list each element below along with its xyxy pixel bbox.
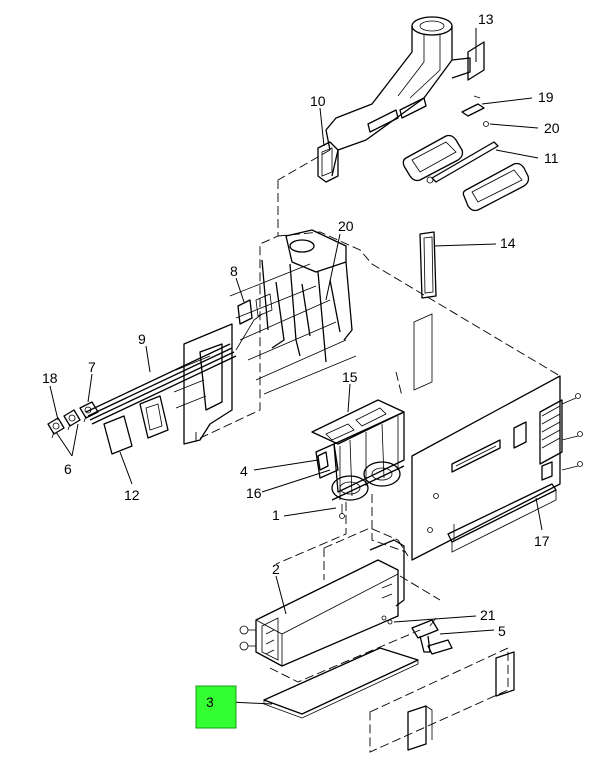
callout-5: 5 — [498, 623, 506, 639]
bottom-bracket — [369, 647, 515, 753]
callout-8: 8 — [230, 263, 238, 279]
callout-10: 10 — [310, 93, 326, 109]
part-2-heater-core — [239, 539, 405, 667]
callout-18: 18 — [42, 370, 58, 386]
part-18-7-6-switches — [47, 401, 99, 439]
callout-4: 4 — [240, 463, 248, 479]
side-panel — [411, 313, 583, 561]
callout-2: 2 — [272, 561, 280, 577]
callout-20: 20 — [544, 120, 560, 136]
heater-core-frame — [269, 527, 441, 683]
highlighted-callout-3[interactable]: 3 — [195, 685, 237, 729]
callout-14: 14 — [500, 235, 516, 251]
blower-connectors — [275, 371, 407, 565]
part-9-cables — [85, 313, 263, 425]
callout-19: 19 — [538, 89, 554, 105]
callout-15: 15 — [342, 369, 358, 385]
callout-labels: 13 10 19 20 11 20 14 8 9 18 7 6 12 15 4 … — [42, 11, 560, 639]
callout-3: 3 — [206, 694, 214, 710]
callout-1: 1 — [272, 507, 280, 523]
callout-21: 21 — [480, 607, 496, 623]
callout-11: 11 — [544, 150, 559, 166]
part-13-upper-duct — [325, 16, 485, 177]
part-14-gasket — [419, 231, 437, 299]
callout-leaders — [49, 28, 543, 705]
part-17-rail — [447, 461, 557, 553]
part-3-pad — [263, 647, 419, 719]
callout-16: 16 — [246, 485, 262, 501]
callout-3-highlight[interactable] — [195, 685, 237, 729]
duct-openings — [367, 97, 427, 133]
callout-20-lower: 20 — [338, 218, 354, 234]
part-12-plate — [103, 415, 133, 455]
callout-12: 12 — [124, 487, 140, 503]
callout-17: 17 — [534, 533, 550, 549]
part-8-bracket — [237, 293, 273, 325]
main-housing-frame — [173, 149, 561, 445]
part-10-duct-cap — [317, 141, 339, 183]
part-19-20-hardware — [461, 95, 489, 127]
part-21-5-valve — [381, 615, 453, 655]
callout-6: 6 — [64, 461, 72, 477]
callout-13: 13 — [478, 11, 494, 27]
side-cover — [139, 395, 169, 439]
blower-assembly — [311, 399, 405, 519]
callout-7: 7 — [88, 359, 96, 375]
part-11-gaskets — [402, 134, 530, 212]
callout-9: 9 — [138, 331, 146, 347]
